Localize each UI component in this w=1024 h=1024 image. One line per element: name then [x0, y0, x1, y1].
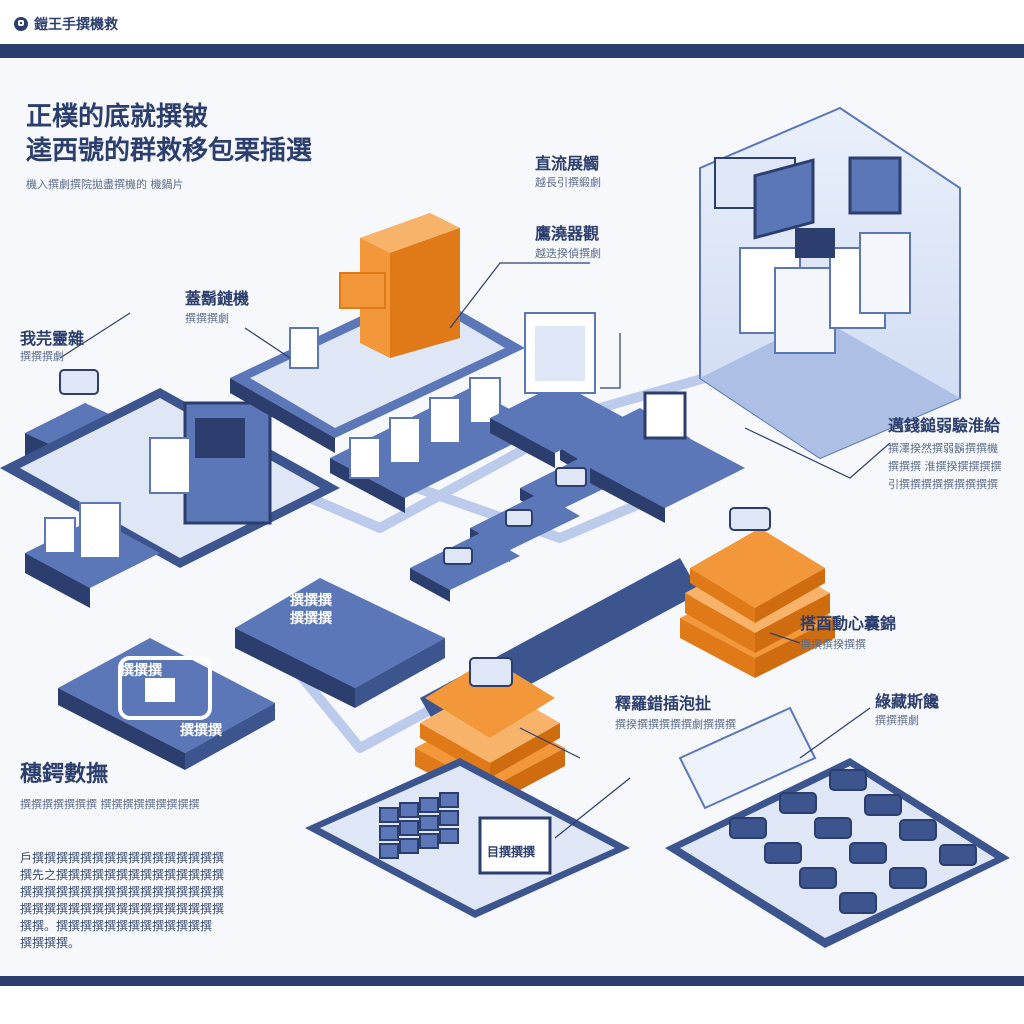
description-paragraph: 戶撰撰撰撰撰撰撰撰撰撰撰撰撰撰撰撰 撰先之撰撰撰撰撰撰撰撰撰撰撰撰撰撰 撰撰撰撰… — [20, 850, 282, 952]
label-left-bottom-sub: 撰撰撰撰撰撰撰 撰撰撰撰撰撰撰撰撰 — [20, 798, 200, 811]
home-icon — [14, 17, 28, 31]
label-right-panel-sub3: 引撰撰撰撰撰撰撰撰撰 — [888, 478, 998, 491]
platform-kiosk — [0, 388, 340, 568]
center-block-line2: 撰撰撰 — [290, 611, 332, 627]
step-tile — [410, 533, 520, 602]
label-right-bottom-sub: 撰撰撰劇 — [875, 714, 919, 727]
label-right-panel-sub1: 撰澤揆然撰弱鬍撰撰機 — [888, 442, 998, 455]
platform-small-left — [25, 502, 160, 608]
top-bar: 鎧王手撰機救 — [0, 0, 1024, 58]
left-block-bottom: 撰撰撰 — [180, 723, 222, 739]
label-right-panel-title: 邁錢鎚弱驗淮給 — [888, 416, 1001, 435]
platform-building — [490, 312, 625, 468]
platform-monitor — [590, 391, 745, 523]
orange-stack-right — [680, 507, 835, 678]
left-block-top: 撰撰撰 — [120, 663, 162, 679]
left-block — [58, 638, 275, 770]
platform-bottom-left — [305, 758, 630, 918]
screen-text: 目撰撰撰 — [487, 845, 536, 859]
heading-line1: 正樸的底就撰铍 — [26, 102, 209, 132]
label-left-top-sub: 撰撰撰劇 — [20, 350, 64, 363]
server-room — [699, 106, 961, 460]
center-block-text: 撰撰撰 撰撰撰 — [290, 592, 332, 628]
center-block-line1: 撰撰撰 — [290, 593, 332, 609]
paragraph-line: 撰撰撰撰。 — [20, 936, 81, 950]
platform-keypad — [665, 706, 1010, 948]
paragraph-line: 撰先之撰撰撰撰撰撰撰撰撰撰撰撰撰撰 — [20, 868, 225, 882]
heading-line2: 逵西號的群救移包栗插選 — [26, 136, 313, 166]
label-right-mid-title: 鷹澆器觀 — [535, 224, 600, 243]
label-right-bottom-title: 綠藏斯饞 — [875, 692, 940, 711]
paragraph-line: 撰撰撰撰撰撰撰撰撰撰撰撰撰撰撰撰撰 — [20, 902, 225, 916]
label-left-top-title: 我芫靈雜 — [20, 329, 85, 348]
leader-lines — [59, 262, 891, 839]
heading-sub: 機入撰劇撰院拋盡撰機的 機鍋片 — [26, 178, 184, 191]
paragraph-line: 撰撰撰撰撰撰撰撰撰撰撰撰撰撰撰撰撰 — [20, 885, 225, 899]
label-center-top-title: 蓋鬍鏈機 — [185, 289, 250, 308]
bottom-rule — [0, 976, 1024, 986]
platform-servers — [330, 377, 545, 513]
center-block — [235, 578, 445, 708]
label-center-top-sub: 撰撰撰劇 — [185, 312, 229, 325]
isometric-diagram — [0, 106, 1010, 948]
label-left-bottom-title: 穗鍔數撫 — [20, 762, 109, 787]
paragraph-line: 撰撰。撰撰撰撰撰撰撰撰撰撰撰撰撰 — [20, 919, 213, 933]
keypad-keys — [729, 769, 977, 914]
block-wall — [379, 792, 459, 859]
label-right-mid-sub: 越迭揆偵撰劇 — [535, 247, 601, 260]
paragraph-line: 戶撰撰撰撰撰撰撰撰撰撰撰撰撰撰撰撰 — [20, 851, 225, 865]
top-rule — [0, 44, 1024, 58]
label-right-stack-title: 搭酉動心囊錦 — [800, 614, 897, 633]
brand: 鎧王手撰機救 — [14, 14, 118, 34]
label-right-top-title: 直流展觸 — [535, 154, 600, 173]
brand-title: 鎧王手撰機救 — [34, 17, 118, 33]
label-right-top-sub: 越長引撰緞劇 — [535, 176, 601, 189]
label-center-stack-title: 釋羅錯插泡扯 — [615, 694, 712, 713]
label-right-stack-sub: 撰撰撰揆撰撰 — [800, 638, 866, 651]
label-right-panel-sub2: 撰撰撰 淮撰揆撰撰撰撰 — [888, 460, 1002, 473]
label-center-stack-sub: 撰揆撰撰撰撰撰劇撰撰撰 — [615, 718, 736, 731]
